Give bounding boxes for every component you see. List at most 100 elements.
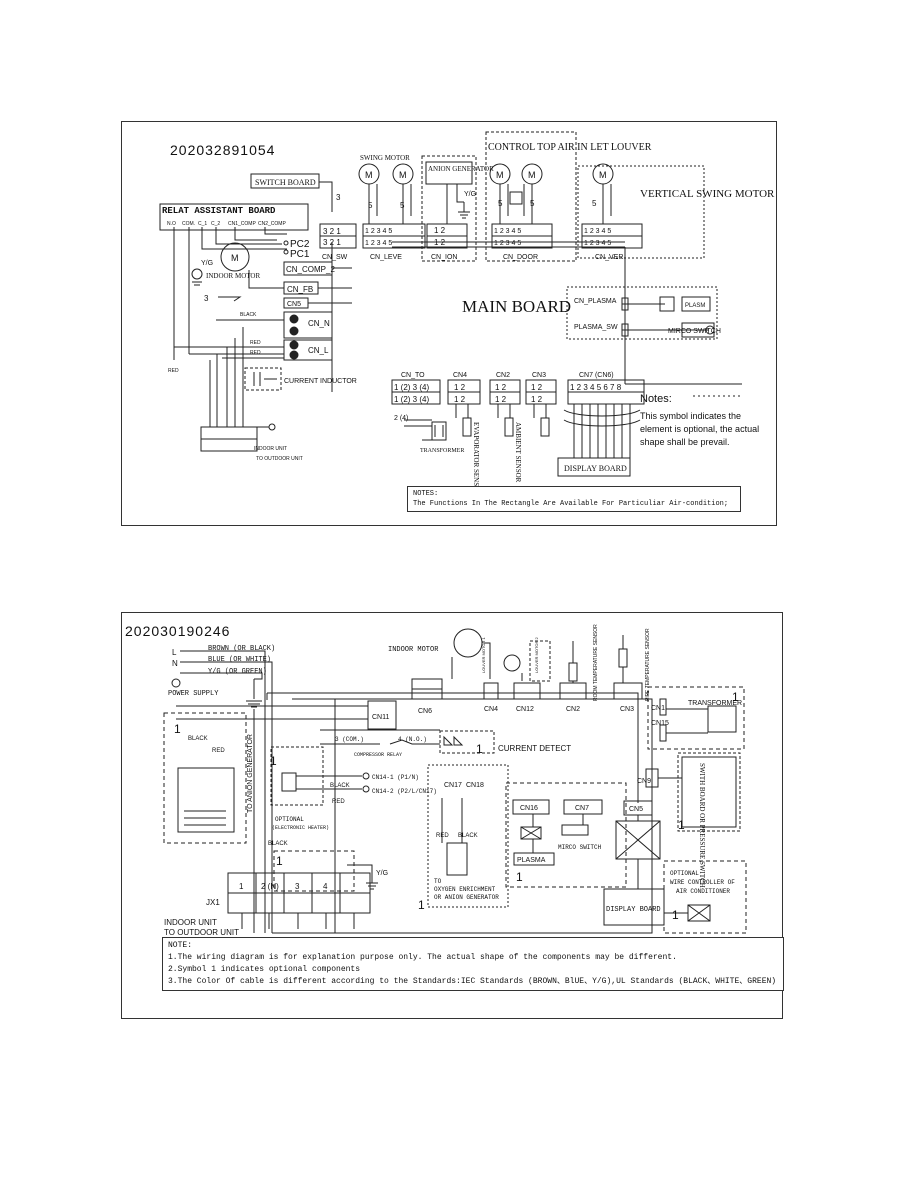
wire-count-transformer: 2 (4): [394, 415, 408, 422]
to-outdoor-unit-label: TO OUTDOOR UNIT: [164, 928, 239, 937]
pc2-label: PC2: [290, 239, 310, 250]
power-supply-label: POWER SUPPLY: [168, 690, 219, 698]
transformer-label: TRANSFORMER: [420, 448, 464, 454]
cn-ver-label: CN_VER: [595, 254, 623, 261]
cn-door-label: CN_DOOR: [503, 254, 538, 261]
wiring-diagram-1: 202032891054: [121, 121, 777, 526]
wire-count: 5: [530, 199, 535, 208]
oxygen-line: OXYGEN ENRICHMENT: [434, 886, 496, 893]
cn-door-pins: 1 2 3 4 5: [494, 240, 521, 247]
vertical-swing-motor-label: VERTICAL SWING MOTOR: [640, 188, 775, 200]
cn-sw-pins: 3 2 1: [323, 238, 341, 247]
cn14-2-label: CN14-2 (P2/L/CN17): [372, 788, 437, 795]
cn7-label: CN7 (CN6): [579, 372, 614, 379]
cn3-pins: 1 2: [531, 395, 543, 404]
cn-sw-label: CN_SW: [322, 254, 348, 261]
optional-symbol: 1: [678, 818, 685, 832]
wire-color-black: BLACK: [188, 736, 208, 742]
cn2-pins: 1 2: [495, 383, 507, 392]
cn6-label: CN6: [418, 708, 432, 715]
display-board-label: DISPLAY BOARD: [606, 906, 661, 914]
cn4-label: CN4: [484, 706, 498, 713]
optional-symbol: 1: [174, 722, 181, 736]
indoor-motor-label: INDOOR MOTOR: [388, 646, 439, 654]
cn3-label: CN3: [620, 706, 634, 713]
motor-yg-label: Y/G: [201, 260, 213, 267]
cn-fb-label: CN_FB: [287, 285, 313, 294]
notes-line: 1.The wiring diagram is for explanation …: [168, 953, 677, 962]
relay-no-label: 4 (N.O.): [398, 736, 427, 743]
optional-symbol: 1: [270, 754, 277, 768]
notes-line: This symbol indicates the: [640, 411, 741, 421]
wiring-diagram-2: 202030190246: [121, 612, 784, 1019]
cn-l-label: CN_L: [308, 346, 329, 355]
notes-line: shape shall be prevail.: [640, 437, 730, 447]
wire-color-red: RED: [250, 350, 261, 356]
cn4-pins: 1 2: [454, 383, 466, 392]
optional-symbol: 1: [672, 908, 679, 922]
terminal-number: 3: [295, 882, 300, 891]
current-detect-label: CURRENT DETECT: [498, 744, 571, 753]
wire-count: 5: [498, 199, 503, 208]
plasma-label: PLASMA: [517, 857, 546, 864]
relay-pin-c2: C_2: [211, 221, 220, 227]
cn16-label: CN16: [520, 805, 538, 812]
cn-leve-pins: 1 2 3 4 5: [365, 240, 392, 247]
wire-controller-line: AIR CONDITIONER: [676, 888, 730, 895]
relay-board-title: RELAT ASSISTANT BOARD: [162, 206, 276, 216]
relay-com-label: 3 (COM.): [335, 736, 364, 743]
motor-letter: M: [399, 170, 407, 180]
louver-motor-2-label: LOUVER MOTOR 2: [534, 637, 539, 673]
relay-pin-no: N.O: [167, 221, 176, 227]
switch-board-label: SWITH BOARD OR PRESSURE SWITCH: [698, 763, 706, 888]
notes-box-line: NOTES:: [413, 490, 439, 498]
cn-to-pins: 1 (2) 3 (4): [394, 395, 429, 404]
terminal-number: 4: [323, 882, 328, 891]
to-outdoor-unit-label: TO OUTDOOR UNIT: [256, 456, 303, 462]
pipe-temp-sensor-label: PIPE TEMPERATURE SENSOR: [645, 628, 651, 701]
cn2-label: CN2: [566, 706, 580, 713]
notes-box: NOTES: The Functions In The Rectangle Ar…: [407, 486, 741, 512]
evaporator-sensor-label: EVAPORATOR SENSOR: [472, 422, 480, 496]
wire-count: 3: [336, 193, 341, 202]
motor-letter: M: [599, 170, 607, 180]
relay-pin-cn1comp: CN1_COMP: [228, 221, 256, 227]
cn5-label: CN5: [629, 806, 643, 813]
notes-box: NOTE: 1.The wiring diagram is for explan…: [162, 937, 784, 991]
control-louver-label: CONTROL TOP AIR IN LET LOUVER: [488, 142, 652, 153]
oxygen-line: TO: [434, 878, 442, 885]
wiring-diagram-2-svg: L N BROWN (OR BLACK) BLUE (OR WHITE) Y/G…: [163, 624, 747, 937]
compressor-relay-label: COMPRESSOR RELAY: [354, 752, 402, 758]
wire-count: 3: [204, 294, 209, 303]
cn1-label: CN1: [651, 705, 665, 712]
cn-comp-2-label: CN_COMP_2: [286, 265, 335, 274]
power-n: N: [172, 659, 178, 668]
plasma-sw-label: PLASMA_SW: [574, 324, 618, 331]
jx1-label: JX1: [206, 898, 220, 907]
cn15-label: CN15: [651, 720, 669, 727]
terminal-number: 1: [239, 882, 244, 891]
motor-letter: M: [231, 253, 239, 263]
pc1-label: PC1: [290, 249, 310, 260]
notes-line: NOTE:: [168, 941, 193, 950]
terminal-number: 2 (N): [261, 882, 279, 891]
cn2-pins: 1 2: [495, 395, 507, 404]
wire-count: 5: [368, 201, 373, 210]
power-blue: BLUE (OR WHITE): [208, 656, 271, 664]
wire-controller-line: WIRE CONTROLLER OF: [670, 879, 735, 886]
optional-heater-line: (ELECTRONIC HEATER): [272, 825, 329, 831]
optional-symbol: 1: [418, 898, 425, 912]
cn11-label: CN11: [372, 714, 389, 721]
optional-symbol: 1: [732, 690, 739, 704]
cn-ion-pins: 1 2: [434, 238, 446, 247]
cn-to-pins: 1 (2) 3 (4): [394, 383, 429, 392]
wire-count: 5: [400, 201, 405, 210]
switch-board-label: SWITCH BOARD: [255, 178, 316, 187]
notes-line: element is optional, the actual: [640, 424, 759, 434]
mirco-switch-label: MIRCO SWITCH: [558, 844, 602, 851]
relay-pin-com: COM.: [182, 221, 195, 227]
indoor-unit-label: INDOOR UNIT: [164, 918, 217, 927]
relay-pin-cn2comp: CN2_COMP: [258, 221, 286, 227]
cn2-label: CN2: [496, 372, 510, 379]
ambient-sensor-label: AMBIENT SENSOR: [514, 422, 522, 483]
